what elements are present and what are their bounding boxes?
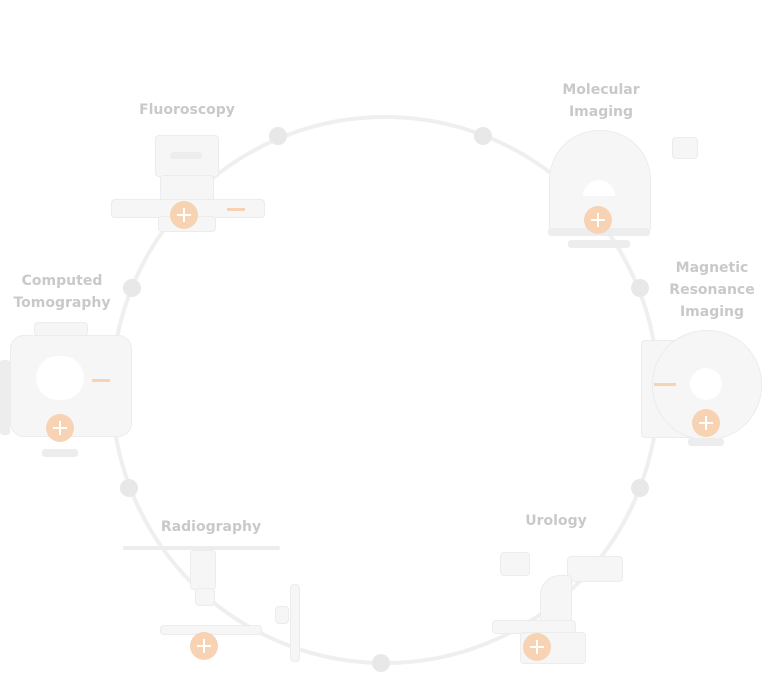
ring-dot [372, 654, 390, 672]
ring-dot [269, 127, 287, 145]
radiography-add-button[interactable] [190, 632, 218, 660]
label-urology: Urology [525, 513, 587, 529]
ring-dot [631, 479, 649, 497]
molecular-imaging-add-button[interactable] [584, 206, 612, 234]
label-magnetic-resonance-imaging: Magnetic Resonance Imaging [669, 260, 755, 320]
label-fluoroscopy: Fluoroscopy [139, 102, 235, 118]
label-radiography: Radiography [160, 519, 262, 535]
mri-add-button[interactable] [692, 409, 720, 437]
ring-dot [474, 127, 492, 145]
label-computed-tomography: Computed Tomography [13, 273, 111, 311]
label-molecular-imaging: Molecular Imaging [562, 82, 640, 120]
fluoroscopy-add-button[interactable] [170, 201, 198, 229]
ring-dot [631, 279, 649, 297]
ring-dot [120, 479, 138, 497]
ring-dot [123, 279, 141, 297]
computed-tomography-add-button[interactable] [46, 414, 74, 442]
urology-add-button[interactable] [523, 633, 551, 661]
